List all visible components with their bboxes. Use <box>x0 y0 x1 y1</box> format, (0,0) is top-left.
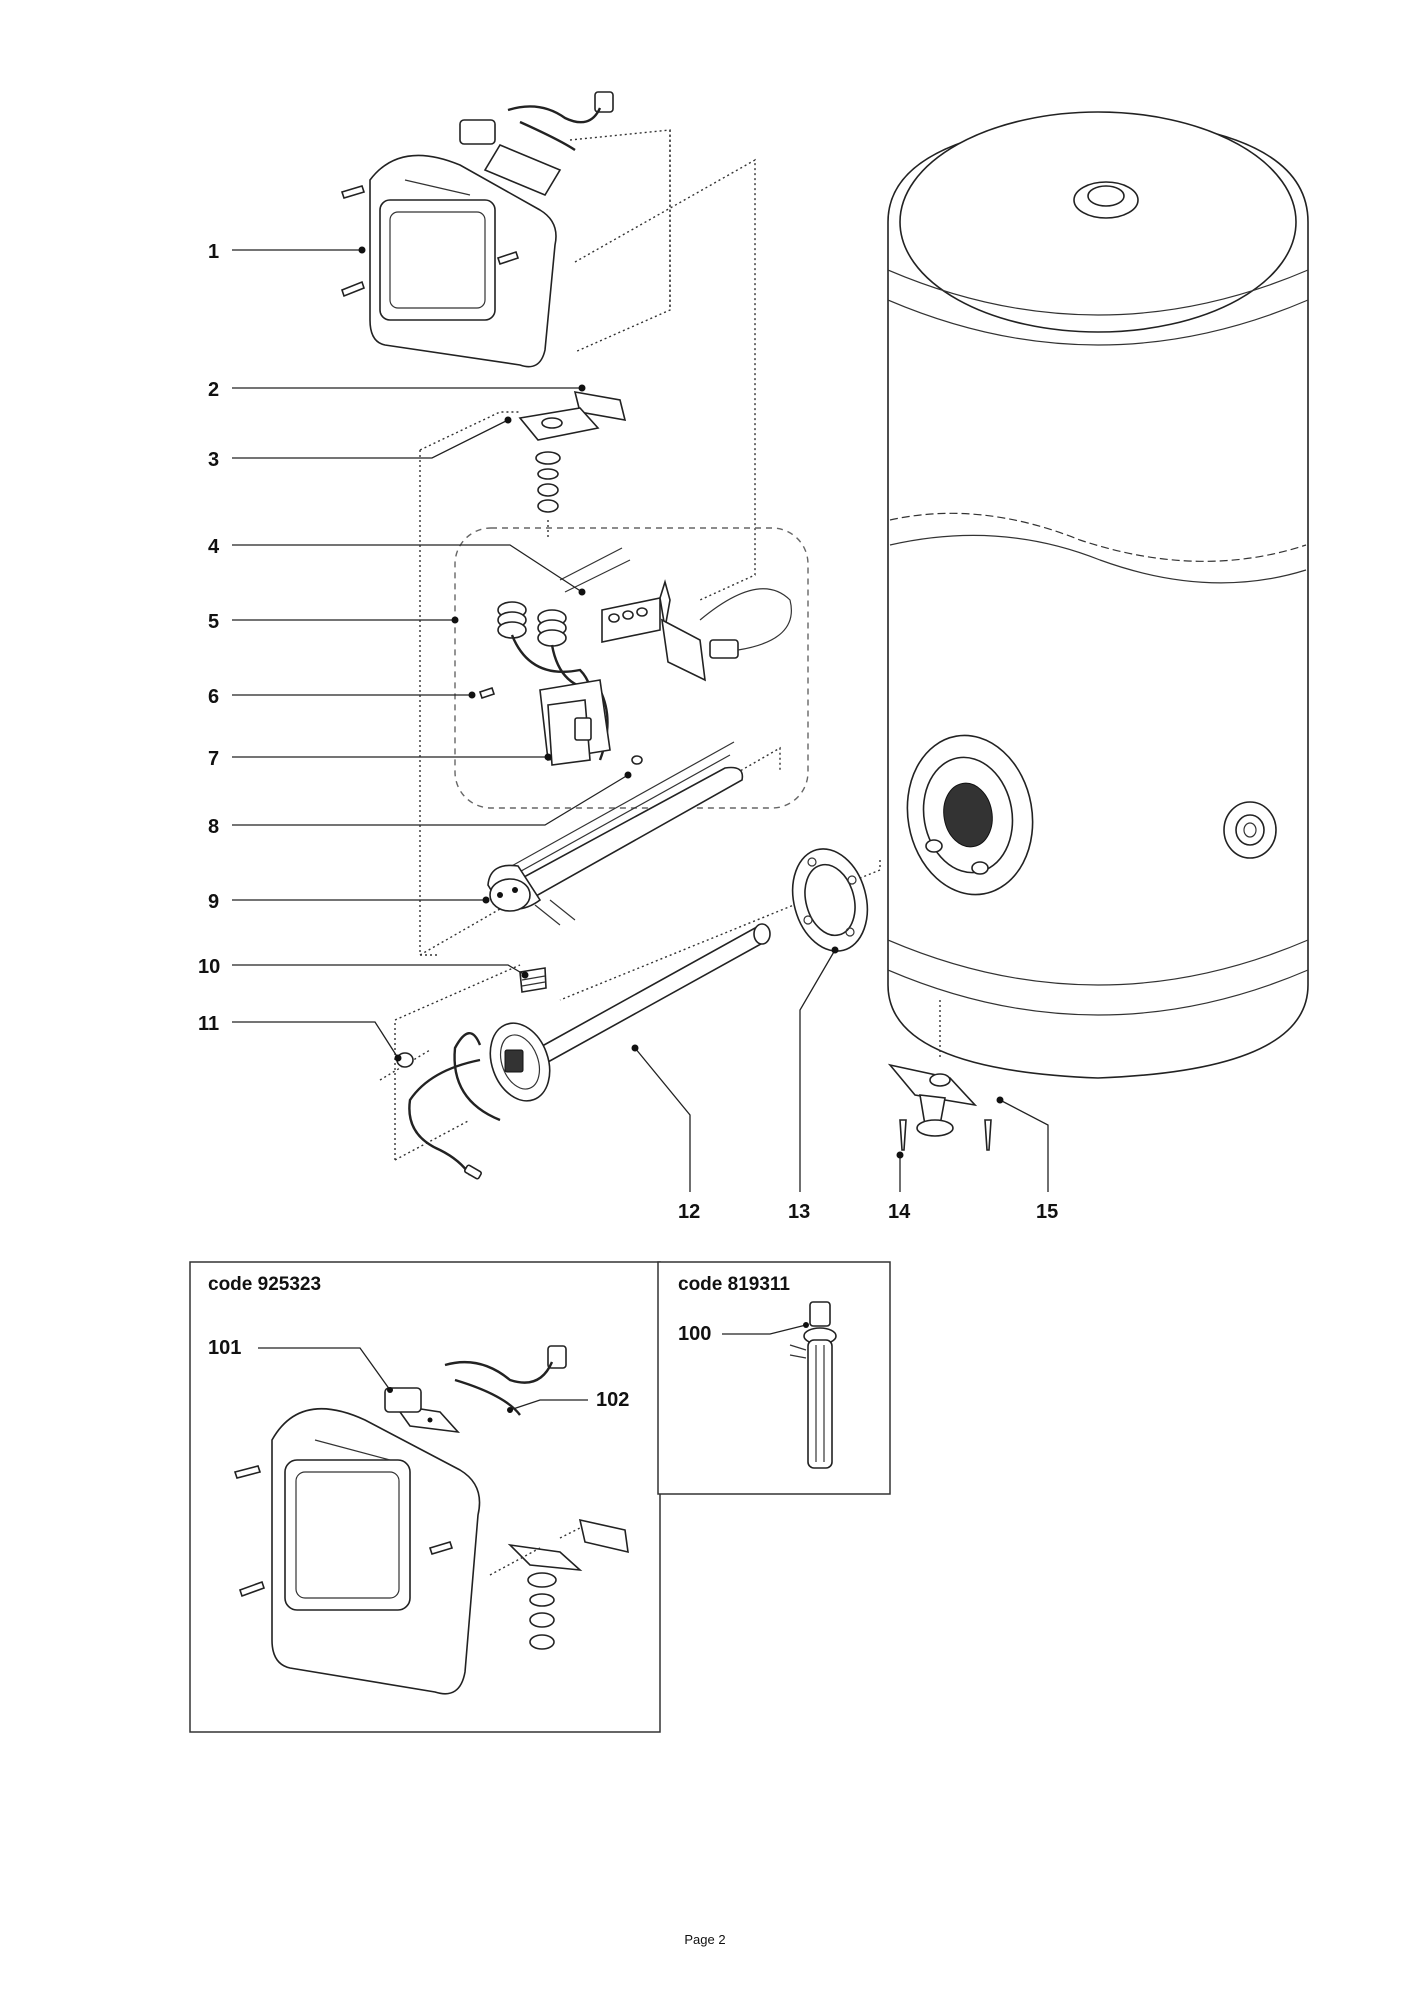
callout-14: 14 <box>888 1201 911 1223</box>
callout-102: 102 <box>596 1389 629 1411</box>
callout-leaders <box>232 246 1049 1192</box>
thermostat-group <box>454 527 809 809</box>
callout-12: 12 <box>678 1201 700 1223</box>
inset-heating-element-kit <box>657 1261 891 1495</box>
callout-15: 15 <box>1036 1201 1058 1223</box>
sheath-and-flange <box>396 923 771 1180</box>
inset-left-code: code 925323 <box>208 1274 321 1295</box>
inset-control-box-kit <box>189 1261 661 1733</box>
assembly-guide-lines <box>379 129 941 1161</box>
callout-5: 5 <box>208 611 219 633</box>
callout-13: 13 <box>788 1201 810 1223</box>
callout-101: 101 <box>208 1337 241 1359</box>
callout-10: 10 <box>198 956 220 978</box>
water-tank <box>887 111 1309 1079</box>
callout-2: 2 <box>208 379 219 401</box>
heating-element <box>487 741 744 926</box>
callout-3: 3 <box>208 449 219 471</box>
callout-100: 100 <box>678 1323 711 1345</box>
flange-gasket <box>791 848 869 952</box>
callout-9: 9 <box>208 891 219 913</box>
callout-11: 11 <box>198 1013 219 1035</box>
switch-and-gland-parts <box>518 390 627 513</box>
screw-parts <box>340 185 992 1151</box>
tank-foot <box>887 1063 978 1137</box>
callout-4: 4 <box>208 536 220 558</box>
page-number: Page 2 <box>684 1932 726 1947</box>
inset-right-code: code 819311 <box>678 1274 790 1295</box>
callout-8: 8 <box>208 816 219 838</box>
control-box-cover <box>369 91 614 368</box>
callout-7: 7 <box>208 748 219 770</box>
callout-6: 6 <box>208 686 219 708</box>
callout-1: 1 <box>208 241 219 263</box>
